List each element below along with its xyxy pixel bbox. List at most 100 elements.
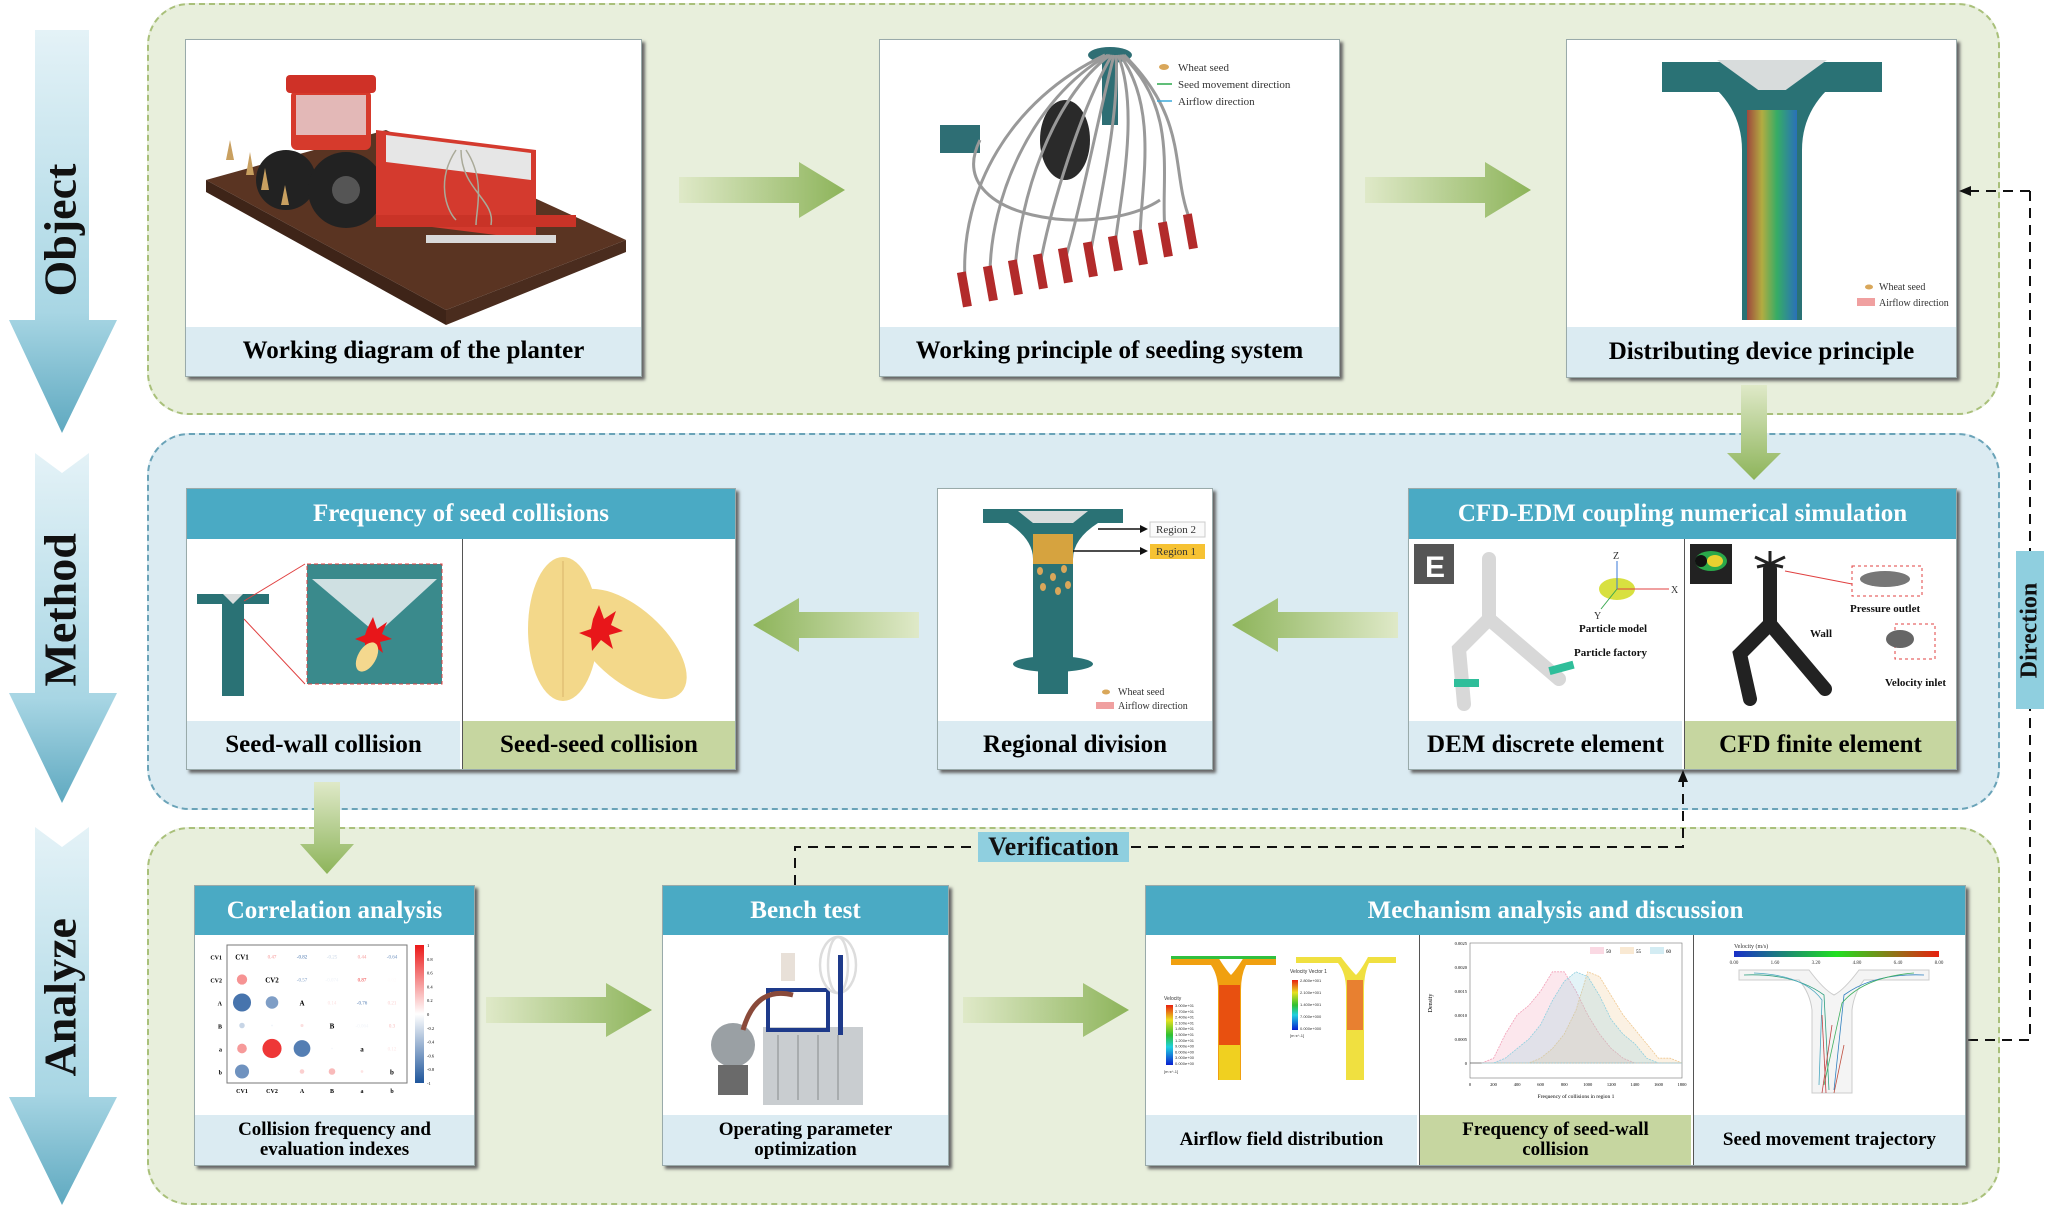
regional-division-caption: Regional division <box>938 721 1212 769</box>
matrix-value: -0.25 <box>327 956 338 961</box>
density-x-tick: 800 <box>1561 1082 1569 1087</box>
axis-z: Z <box>1613 551 1619 562</box>
density-x-tick: 1400 <box>1630 1082 1640 1087</box>
airflow-tick: 2.400e+01 <box>1175 1015 1195 1020</box>
colorbar-tick: -0.8 <box>427 1067 435 1072</box>
seed-wall-illustration <box>197 563 443 696</box>
matrix-circle <box>237 1043 247 1054</box>
trajectory-tick: 0.00 <box>1730 961 1739 966</box>
stage-arrow-method <box>9 453 117 803</box>
matrix-value: -0.57 <box>297 979 308 984</box>
seeding-system-caption: Working principle of seeding system <box>880 327 1339 376</box>
density-ylabel: Density <box>1428 994 1434 1013</box>
legend-airflow: Airflow direction <box>1178 96 1255 108</box>
matrix-col-label: A <box>300 1089 305 1095</box>
stage-label-analyze: Analyze <box>34 918 86 1077</box>
airflow-tick: 3.000e+00 <box>1175 1055 1195 1060</box>
distributor-illustration: Wheat seed Airflow direction <box>1662 60 1949 320</box>
verification-line <box>794 770 1688 885</box>
density-x-tick: 400 <box>1514 1082 1522 1087</box>
matrix-row-label: b <box>219 1071 223 1077</box>
matrix-diag-label: a <box>360 1046 364 1054</box>
matrix-value: -0.64 <box>387 956 398 961</box>
stage-label-object: Object <box>34 163 86 297</box>
density-y-tick: 0.0020 <box>1455 965 1468 970</box>
colorbar-tick: 0.4 <box>427 984 433 989</box>
regional-division-illustration: Region 2 Region 1 Wheat seed Airflow dir… <box>983 509 1206 712</box>
density-y-tick: 0.0010 <box>1455 1013 1468 1018</box>
matrix-circle <box>360 1070 364 1073</box>
pressure-outlet-label: Pressure outlet <box>1850 603 1920 615</box>
airflow-legend-2-title: Velocity Vector 1 <box>1290 969 1327 975</box>
matrix-frame <box>226 944 408 1084</box>
wall-label: Wall <box>1810 628 1832 640</box>
matrix-diag-label: B <box>330 1023 335 1031</box>
matrix-value: 0.44 <box>358 956 367 961</box>
bench-test-title: Bench test <box>663 886 948 935</box>
density-caption: Frequency of seed-wall collision <box>1420 1115 1691 1165</box>
matrix-col-label: CV1 <box>236 1089 248 1095</box>
airflow-tick: 9.000e+00 <box>1175 1044 1195 1049</box>
airflow-legend-1-title: Velocity <box>1164 996 1182 1002</box>
planter-card: Working diagram of the planter <box>185 39 642 377</box>
matrix-value: -0.074 <box>326 979 339 984</box>
density-series-60 <box>1481 971 1682 1064</box>
seed-collisions-title: Frequency of seed collisions <box>187 489 735 539</box>
coupling-simulation-card: CFD-EDM coupling numerical simulation E … <box>1408 488 1957 770</box>
seeding-system-illustration: Wheat seed Seed movement direction Airfl… <box>940 47 1291 308</box>
matrix-circle <box>299 1069 305 1074</box>
colorbar-tick: -0.2 <box>427 1026 434 1031</box>
arrow-correlation-to-bench <box>486 983 652 1037</box>
matrix-diag-label: CV2 <box>265 977 279 985</box>
matrix-value: 0.21 <box>388 1002 397 1007</box>
matrix-circle <box>232 993 252 1012</box>
colorbar-tick: 1 <box>427 943 429 948</box>
dem-illustration: E Z X Y Particle model Particle factory <box>1414 544 1679 711</box>
colorbar-tick: 0.2 <box>427 998 433 1003</box>
matrix-value: -0.76 <box>357 1002 368 1007</box>
airflow-tick-2: 0.000e+000 <box>1300 1026 1322 1031</box>
mechanism-divider-1 <box>1419 935 1420 1165</box>
arrow-planter-to-seeding <box>679 162 845 218</box>
trajectory-tick: 8.00 <box>1935 961 1944 966</box>
coupling-simulation-title: CFD-EDM coupling numerical simulation <box>1409 489 1956 539</box>
airflow-tick: 3.000e+01 <box>1175 1003 1195 1008</box>
matrix-circle <box>236 974 248 985</box>
region-1-label: Region 1 <box>1156 546 1196 558</box>
matrix-row-label: CV2 <box>210 979 222 985</box>
airflow-tick: 1.800e+01 <box>1175 1026 1195 1031</box>
density-x-tick: 200 <box>1490 1082 1498 1087</box>
airflow-tick-2: 2.100e+001 <box>1300 990 1322 995</box>
airflow-tick: 2.100e+01 <box>1175 1020 1195 1025</box>
density-legend-label: 50 <box>1606 950 1612 955</box>
airflow-tick: 1.200e+01 <box>1175 1038 1195 1043</box>
colorbar-tick: 0.6 <box>427 971 433 976</box>
mechanism-title: Mechanism analysis and discussion <box>1146 886 1965 935</box>
stage-label-method: Method <box>34 533 86 687</box>
density-xlabel: Frequency of collisions in region 1 <box>1538 1093 1615 1100</box>
density-legend-swatch <box>1590 947 1604 954</box>
distributor-card: Wheat seed Airflow direction Distributin… <box>1566 39 1957 378</box>
matrix-value: 0.14 <box>328 1002 337 1007</box>
mechanism-divider-2 <box>1693 935 1694 1165</box>
density-y-tick: 0.0025 <box>1455 941 1468 946</box>
density-x-tick: 1800 <box>1678 1082 1688 1087</box>
distributor-caption: Distributing device principle <box>1567 327 1956 377</box>
bench-test-caption: Operating parameter optimization <box>663 1115 948 1165</box>
colorbar-tick: 0.8 <box>427 957 433 962</box>
seed-collisions-divider <box>462 539 463 769</box>
dem-caption: DEM discrete element <box>1409 721 1682 769</box>
matrix-row-label: A <box>218 1002 223 1008</box>
matrix-row-label: a <box>219 1048 222 1054</box>
particle-factory-label: Particle factory <box>1574 647 1647 659</box>
planter-caption: Working diagram of the planter <box>186 327 641 376</box>
airflow-field-plot: Velocity 3.000e+012.700e+012.400e+012.10… <box>1164 956 1396 1080</box>
seed-collisions-card: Frequency of seed collisions Seed-wall c… <box>186 488 736 770</box>
airflow-tick: 6.000e+00 <box>1175 1049 1195 1054</box>
density-legend-swatch <box>1620 947 1634 954</box>
airflow-tick-2: 2.800e+001 <box>1300 978 1322 983</box>
density-x-tick: 600 <box>1537 1082 1545 1087</box>
regional-legend-airflow: Airflow direction <box>1118 701 1188 712</box>
colorbar <box>415 945 424 1083</box>
